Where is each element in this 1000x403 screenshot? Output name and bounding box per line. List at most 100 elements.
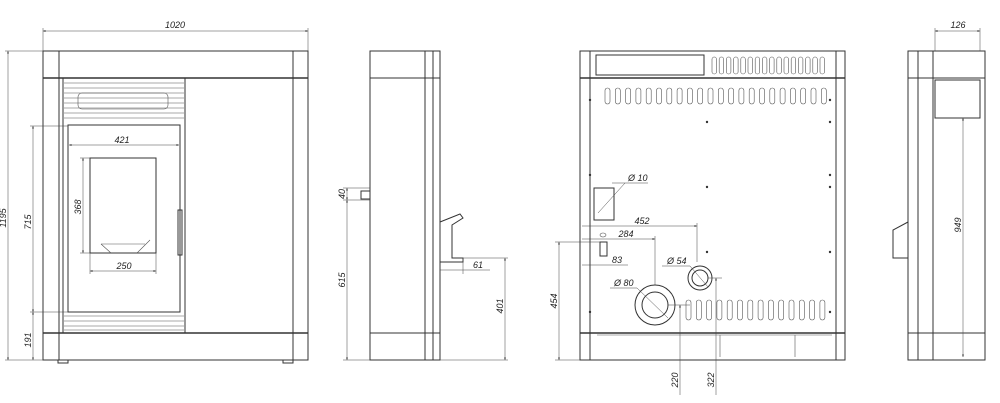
vent-slot	[737, 299, 743, 321]
vent-slot	[800, 87, 807, 105]
vent-slot	[716, 299, 723, 321]
vent-slot	[685, 299, 692, 321]
dim-base-height: 191	[23, 332, 33, 347]
side-view: 40 615 61 401	[337, 50, 508, 361]
rivet	[705, 250, 709, 254]
vent-slot	[754, 56, 761, 75]
vent-slot	[809, 299, 815, 321]
vent-slot	[819, 299, 826, 321]
right-side-view: 126 949	[892, 20, 986, 361]
side-outlet	[439, 213, 464, 263]
vent-slot	[798, 56, 804, 75]
dim-454: 454	[549, 293, 559, 308]
vent-slot	[820, 87, 827, 105]
vent-slot	[819, 56, 825, 75]
vent-slot	[726, 56, 732, 75]
dim-glass-width: 250	[115, 261, 131, 271]
front-base-grille	[64, 315, 184, 331]
door-handle	[177, 209, 183, 256]
rear-plate	[593, 187, 615, 221]
door	[67, 124, 181, 313]
rivet	[588, 98, 592, 102]
vent-slot	[740, 56, 746, 75]
dim-glass-height: 368	[73, 199, 83, 214]
front-grille	[64, 82, 184, 119]
dim-83: 83	[612, 255, 622, 265]
rivet	[828, 310, 832, 314]
vent-slot	[706, 299, 712, 321]
fire-pot	[100, 239, 151, 254]
dim-flue-54: Ø 54	[666, 256, 687, 266]
side-knob	[360, 190, 371, 200]
rear-view: Ø 10 452 284 83 Ø 54 Ø 80 454 220 322	[549, 50, 846, 395]
vent-slot	[604, 87, 611, 105]
vent-slot	[759, 87, 765, 105]
rivet	[828, 98, 832, 102]
vent-slot	[769, 87, 776, 105]
rivet	[828, 120, 832, 124]
vent-slot	[695, 299, 702, 321]
right-top-box	[934, 79, 981, 119]
vent-slot	[769, 56, 775, 75]
vent-slot	[726, 299, 733, 321]
vent-slot	[778, 299, 785, 321]
vent-slot	[717, 87, 724, 105]
vent-slot	[676, 87, 683, 105]
rivet	[828, 173, 832, 177]
right-outlet	[892, 221, 909, 259]
vent-slot	[656, 87, 662, 105]
vent-slot	[635, 87, 642, 105]
dim-452: 452	[634, 216, 649, 226]
dim-hole-10: Ø 10	[627, 173, 648, 183]
rivet	[705, 185, 709, 189]
vent-slot	[711, 56, 717, 75]
vent-slot	[728, 87, 734, 105]
dim-284: 284	[617, 229, 633, 239]
vent-slot	[757, 299, 764, 321]
rivet	[828, 185, 832, 189]
vent-slot	[812, 56, 818, 75]
vent-slot	[748, 87, 755, 105]
vent-slot	[738, 87, 745, 105]
vent-slot	[788, 299, 795, 321]
rear-socket	[599, 241, 608, 257]
dim-door-width: 421	[114, 135, 129, 145]
dim-height-949: 949	[953, 217, 963, 232]
glass	[89, 157, 157, 254]
vent-slot	[790, 87, 796, 105]
rivet	[588, 173, 592, 177]
rivet	[588, 310, 592, 314]
dim-depth-126: 126	[950, 20, 965, 30]
rivet	[705, 120, 709, 124]
vent-slot	[747, 56, 753, 75]
vent-slot	[707, 87, 714, 105]
dim-flue-80: Ø 80	[613, 278, 634, 288]
dim-height: 1195	[0, 207, 8, 227]
vent-slot	[614, 87, 621, 105]
vent-slot	[697, 87, 704, 105]
vent-slot	[798, 299, 805, 321]
vent-slots	[588, 56, 832, 321]
vent-slot	[687, 87, 693, 105]
vent-slot	[762, 56, 768, 75]
vent-slot	[783, 56, 789, 75]
rivet	[828, 250, 832, 254]
vent-slot	[666, 87, 673, 105]
vent-slot	[747, 299, 754, 321]
dim-handle-height: 40	[337, 189, 347, 199]
vent-slot	[718, 56, 725, 75]
vent-slot	[810, 87, 817, 105]
vent-slot	[625, 87, 631, 105]
vent-slot	[645, 87, 652, 105]
dim-width: 1020	[165, 20, 185, 30]
dim-door-height: 715	[23, 214, 33, 230]
vent-slot	[776, 56, 782, 75]
vent-slot	[805, 56, 811, 75]
dim-220: 220	[670, 372, 680, 388]
dim-322: 322	[706, 372, 716, 387]
rear-top-bracket	[595, 54, 705, 76]
dim-handle-position: 615	[337, 272, 347, 288]
vent-slot	[790, 56, 797, 75]
dim-outlet-height: 401	[495, 298, 505, 313]
